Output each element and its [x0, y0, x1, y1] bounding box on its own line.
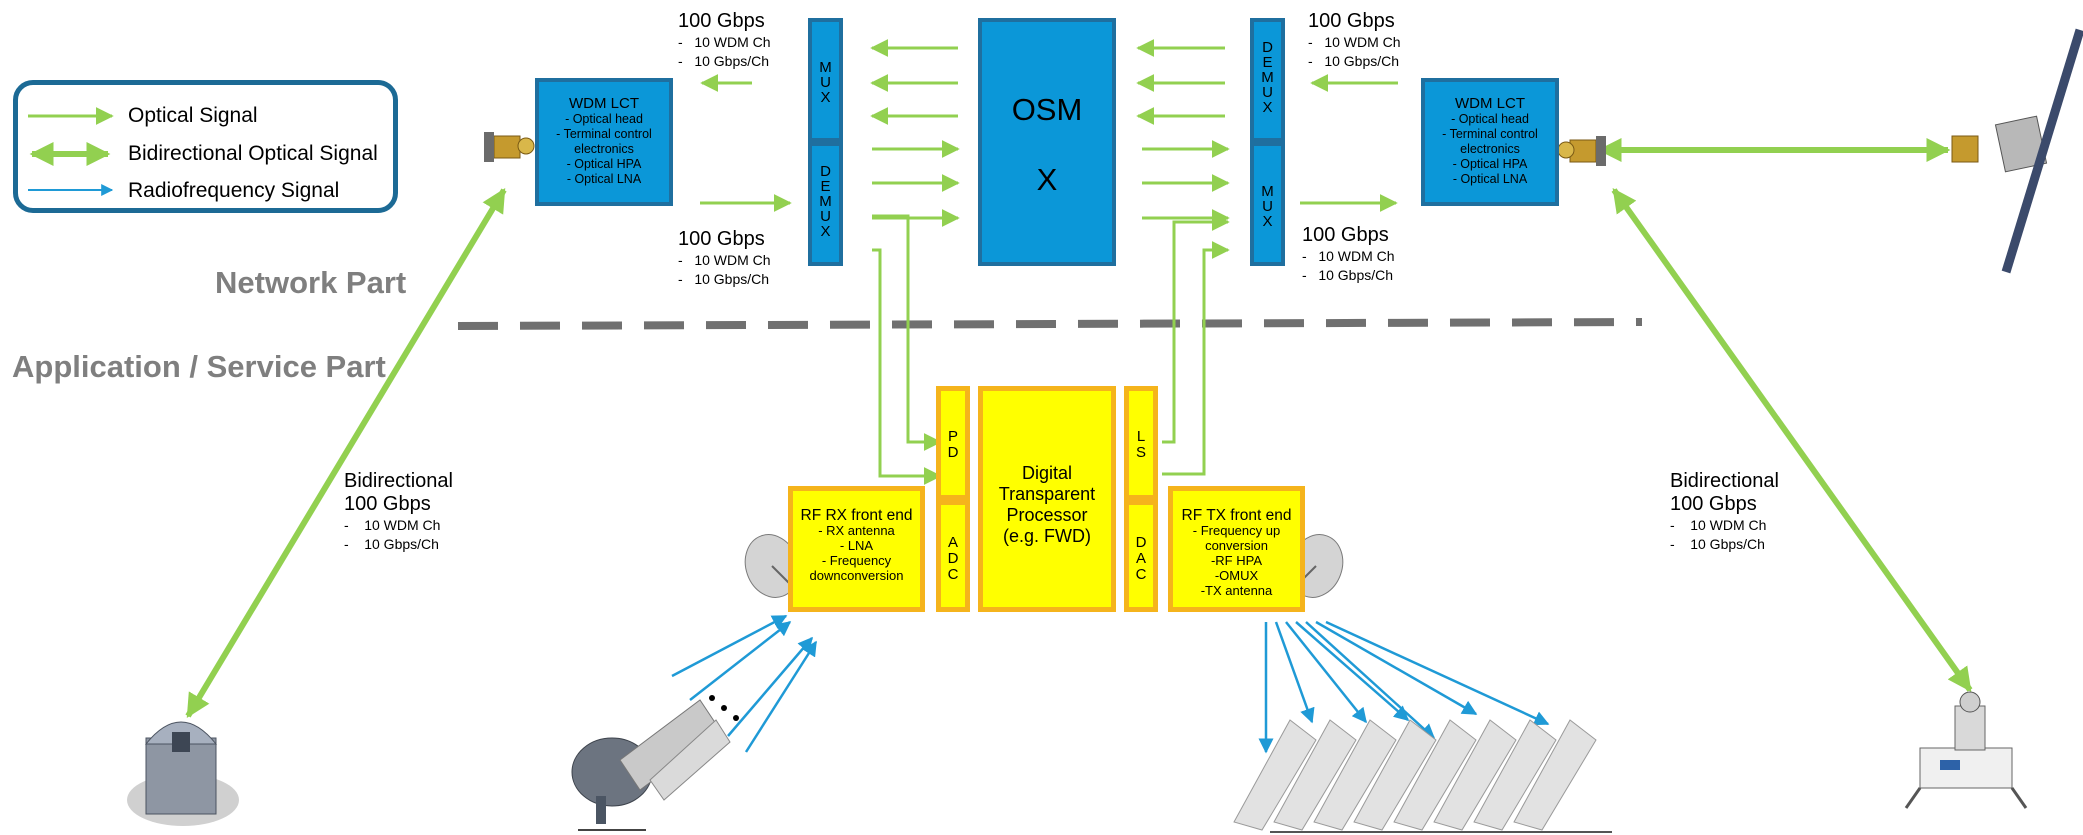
gbps-title: 100 Gbps [1302, 224, 1389, 246]
demux-to-pd-line-2 [872, 248, 942, 485]
bidirectional-label-left: Bidirectional 100 Gbps - 10 WDM Ch - 10 … [344, 470, 453, 554]
application-part-label: Application / Service Part [12, 349, 386, 384]
left-lct-line: - Optical LNA [566, 172, 642, 186]
legend-optical-label: Optical Signal [128, 104, 258, 127]
osm-x-label: X [1036, 162, 1058, 197]
demux-to-osm-arrows [872, 140, 960, 227]
gbps-label-mid-right: 100 Gbps - 10 WDM Ch - 10 Gbps/Ch [1302, 224, 1395, 285]
gbps-title: 100 Gbps [1308, 10, 1395, 32]
left-lct-line: electronics [574, 142, 634, 156]
gbps-item: - 10 WDM Ch [678, 252, 771, 268]
right-demux-block: D E M U X [1250, 18, 1285, 142]
bidir-item: - 10 Gbps/Ch [344, 536, 439, 552]
uplink-antenna-array-icon [571, 699, 731, 831]
osm-to-mux-arrows [870, 39, 958, 125]
bidir-item: - 10 WDM Ch [1670, 517, 1767, 533]
gbps-item: - 10 Gbps/Ch [1308, 53, 1400, 69]
bidir-line: 100 Gbps [344, 493, 431, 515]
dac-block: D A C [1124, 500, 1158, 612]
rf-downlink-arrows [1258, 620, 1550, 754]
gbps-item: - 10 Gbps/Ch [1302, 267, 1394, 283]
gbps-label-mid-left: 100 Gbps - 10 WDM Ch - 10 Gbps/Ch [678, 228, 771, 289]
gbps-label-top-right: 100 Gbps - 10 WDM Ch - 10 Gbps/Ch [1308, 10, 1401, 71]
rx-line: - Frequency [821, 553, 892, 568]
ground-station-link-right [1611, 188, 1973, 692]
rf-uplink-arrows [671, 614, 818, 753]
right-lct-title: WDM LCT [1455, 95, 1525, 112]
dtp-line: Processor [1006, 505, 1088, 525]
bidir-item: - 10 Gbps/Ch [1670, 536, 1765, 552]
rx-line: - RX antenna [818, 523, 895, 538]
gbps-item: - 10 WDM Ch [1308, 34, 1401, 50]
tx-title: RF TX front end [1181, 507, 1292, 524]
ground-station-link-left [185, 187, 507, 719]
osm-to-right-mux-arrows [1142, 140, 1230, 227]
gbps-label-top-left: 100 Gbps - 10 WDM Ch - 10 Gbps/Ch [678, 10, 771, 71]
tx-line: - Frequency up [1192, 523, 1281, 538]
left-mux-block: M U X [808, 18, 843, 142]
observatory-icon [127, 721, 239, 826]
dtp-line: Digital [1021, 463, 1073, 483]
user-terminal-array-icon [1233, 719, 1612, 833]
adc-block: A D C [936, 500, 970, 612]
tx-line: conversion [1205, 538, 1268, 553]
right-lct-line: - Terminal control [1442, 127, 1538, 141]
right-lct-line: - Optical head [1451, 112, 1529, 126]
rf-rx-front-end: RF RX front end - RX antenna - LNA - Fre… [788, 486, 925, 612]
left-lct-line: - Optical HPA [566, 157, 642, 171]
bidir-item: - 10 WDM Ch [344, 517, 441, 533]
legend-bidirectional-label: Bidirectional Optical Signal [128, 142, 378, 165]
rx-title: RF RX front end [800, 507, 913, 524]
tx-line: -OMUX [1214, 568, 1259, 583]
ground-terminal-icon [1904, 691, 2028, 809]
ls-block: L S [1124, 386, 1158, 500]
tx-line: -RF HPA [1210, 553, 1263, 568]
section-divider [457, 318, 1643, 330]
bidir-line: Bidirectional [1670, 470, 1779, 492]
osm-switch: OSM X [978, 18, 1116, 266]
rx-line: - LNA [839, 538, 874, 553]
tx-line: -TX antenna [1200, 583, 1273, 598]
gbps-item: - 10 WDM Ch [678, 34, 771, 50]
network-part-label: Network Part [215, 265, 407, 300]
ellipsis-dots [709, 695, 739, 721]
left-lct-line: - Terminal control [556, 127, 652, 141]
left-demux-block: D E M U X [808, 142, 843, 266]
ls-to-mux-line-1 [1162, 213, 1230, 444]
right-lct-line: electronics [1460, 142, 1520, 156]
dtp-line: (e.g. FWD) [1003, 526, 1091, 546]
left-lct-title: WDM LCT [569, 95, 639, 112]
pd-block: P D [936, 386, 970, 500]
right-terminal-icon [1557, 136, 1606, 166]
left-lct-line: - Optical head [565, 112, 643, 126]
bidir-line: 100 Gbps [1670, 493, 1757, 515]
gbps-item: - 10 Gbps/Ch [678, 271, 770, 287]
left-terminal-icon [484, 132, 535, 162]
gbps-title: 100 Gbps [678, 228, 765, 250]
satellite-icon [1951, 28, 2083, 274]
digital-transparent-processor: Digital Transparent Processor (e.g. FWD) [978, 386, 1116, 612]
right-wdm-lct: WDM LCT - Optical head - Terminal contro… [1421, 78, 1559, 206]
ls-to-mux-line-2 [1162, 241, 1230, 476]
right-lct-line: - Optical HPA [1452, 157, 1528, 171]
gbps-item: - 10 WDM Ch [1302, 248, 1395, 264]
legend-box [13, 80, 398, 213]
bidirectional-label-right: Bidirectional 100 Gbps - 10 WDM Ch - 10 … [1670, 470, 1779, 554]
legend-rf-label: Radiofrequency Signal [128, 179, 340, 202]
rx-line: downconversion [809, 568, 904, 583]
dtp-line: Transparent [998, 484, 1096, 504]
left-wdm-lct: WDM LCT - Optical head - Terminal contro… [535, 78, 673, 206]
osm-title: OSM [1011, 92, 1083, 127]
demux-to-pd-line-1 [872, 214, 942, 451]
right-demux-to-osm-arrows [1136, 39, 1225, 125]
right-lct-line: - Optical LNA [1452, 172, 1528, 186]
gbps-title: 100 Gbps [678, 10, 765, 32]
gbps-item: - 10 Gbps/Ch [678, 53, 770, 69]
rf-tx-front-end: RF TX front end - Frequency up conversio… [1168, 486, 1305, 612]
bidir-line: Bidirectional [344, 470, 453, 492]
right-mux-block: M U X [1250, 142, 1285, 266]
